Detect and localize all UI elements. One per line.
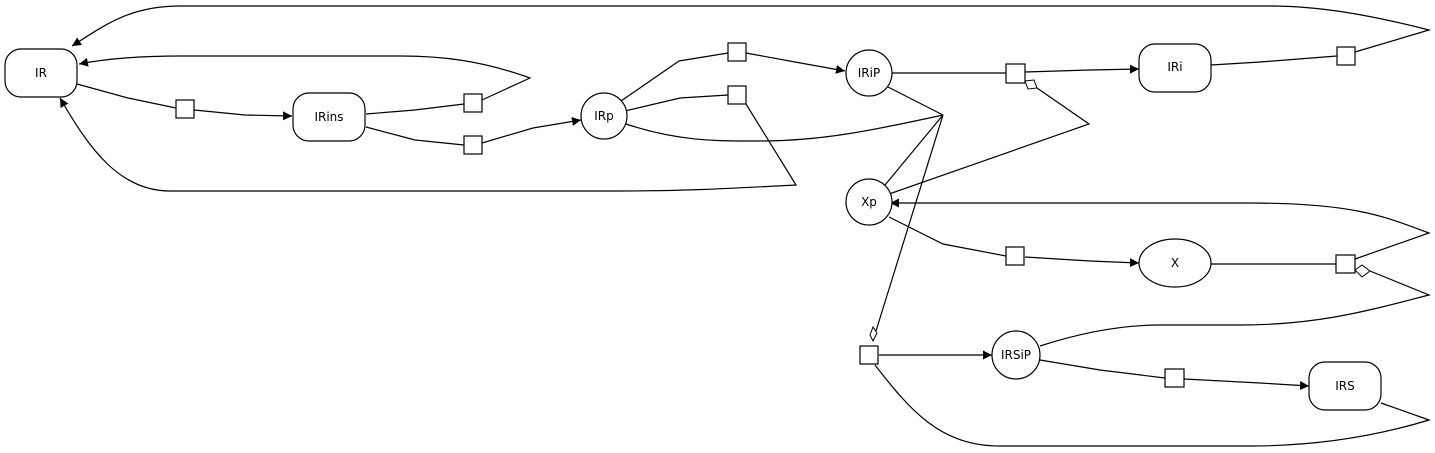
edge-r7-out [71, 5, 1432, 53]
process-nodes [175, 42, 1356, 388]
modifier-diamond [869, 325, 878, 343]
node-irp-label: IRp [594, 109, 614, 123]
edge-r7-in [1210, 55, 1338, 66]
edge-r4-out [745, 52, 846, 74]
edge-r9-modifier [1039, 270, 1431, 347]
node-irsip-label: IRSiP [1001, 348, 1031, 362]
edge-r11-in [1039, 359, 1166, 379]
process-node-r11[interactable] [1164, 368, 1185, 388]
modifier-diamond [1024, 79, 1038, 90]
process-node-r5[interactable] [727, 85, 747, 105]
edge-r1-in [76, 83, 177, 109]
process-node-r6[interactable] [1005, 63, 1026, 84]
node-iri[interactable]: IRi [1138, 43, 1212, 93]
node-irs-shape [1308, 361, 1382, 411]
edge-r6-out [1024, 64, 1140, 74]
process-node-r3[interactable] [463, 135, 483, 155]
process-node-r9[interactable] [1335, 254, 1356, 274]
node-irs[interactable]: IRS [1308, 361, 1382, 411]
node-irins[interactable]: IRins [292, 92, 366, 142]
edge-r9-out [890, 198, 1431, 260]
edge-r2-in [365, 103, 465, 115]
node-x[interactable]: X [1138, 238, 1212, 288]
edge-r8-in [888, 216, 1007, 257]
node-irip[interactable]: IRiP [845, 49, 893, 97]
species-nodes: IR IRins IRp IRiP IRi Xp X IRSiP [4, 43, 1382, 411]
node-ir-shape [4, 48, 78, 98]
edges [59, 5, 1432, 447]
edge-r5-out [59, 97, 798, 192]
process-node-r1[interactable] [175, 99, 195, 119]
edge-r10-modifier-irp [625, 114, 944, 142]
node-irins-label: IRins [314, 110, 343, 124]
node-irins-shape [292, 92, 366, 142]
process-node-r2[interactable] [463, 93, 483, 113]
node-irsip-shape [991, 330, 1041, 380]
edge-r8-out [1024, 256, 1140, 268]
node-xp-shape [845, 178, 893, 226]
process-node-r4[interactable] [727, 42, 747, 62]
edge-r1-out [193, 109, 293, 121]
node-xp-label: Xp [861, 195, 877, 209]
edge-r10-modifier-irip [887, 86, 944, 116]
node-iri-label: IRi [1167, 60, 1182, 74]
node-ir-label: IR [35, 66, 47, 80]
edge-r2-out [78, 55, 532, 101]
node-irip-label: IRiP [858, 66, 880, 80]
node-irp-shape [580, 92, 628, 140]
node-irp[interactable]: IRp [580, 92, 628, 140]
edge-r4-in [620, 52, 729, 102]
edge-r5-in [624, 94, 729, 112]
process-node-r7[interactable] [1336, 46, 1356, 66]
node-x-shape [1138, 238, 1212, 288]
edge-r3-out [481, 117, 582, 144]
node-x-label: X [1171, 256, 1179, 270]
node-xp[interactable]: Xp [845, 178, 893, 226]
edge-r10-in [874, 364, 1431, 447]
modifier-diamond [1354, 264, 1371, 278]
node-irsip[interactable]: IRSiP [991, 330, 1041, 380]
process-node-r10[interactable] [859, 345, 879, 365]
process-node-r8[interactable] [1005, 246, 1025, 266]
node-iri-shape [1138, 43, 1212, 93]
node-irip-shape [845, 49, 893, 97]
edge-r3-in [365, 126, 465, 146]
node-ir[interactable]: IR [4, 48, 78, 98]
edge-r11-out [1183, 378, 1310, 390]
edge-r6-modifier [888, 87, 1091, 195]
edge-r10-modifier-xp [884, 114, 944, 186]
node-irs-label: IRS [1335, 379, 1355, 393]
edge-r10-modifier-line [875, 114, 944, 332]
